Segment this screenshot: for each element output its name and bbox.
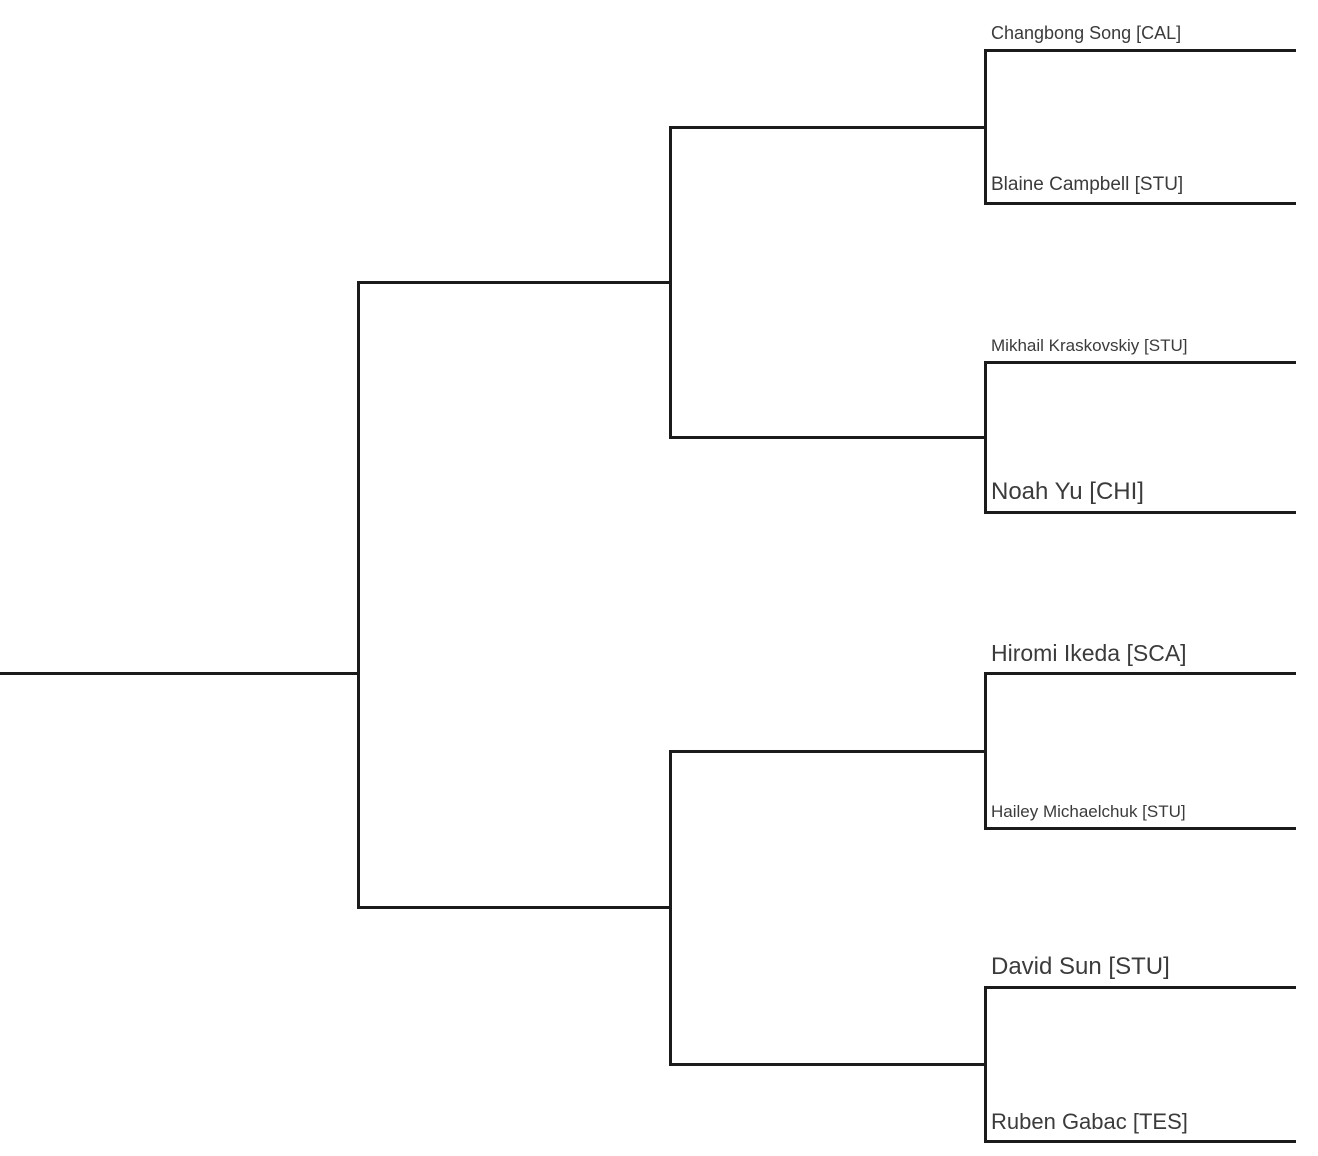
match-4-connector-line [669, 1063, 984, 1066]
champion-line [0, 672, 360, 675]
match-2-connector-line [669, 436, 984, 439]
player-line-4 [984, 511, 1296, 514]
player-line-8 [984, 1140, 1296, 1143]
player-line-5 [984, 672, 1296, 675]
player-name: David Sun [STU] [991, 953, 1170, 981]
player-line-3 [984, 361, 1296, 364]
player-slot-6: Hailey Michaelchuk [STU] [991, 785, 1313, 821]
player-name: Blaine Campbell [STU] [991, 174, 1184, 196]
match-4-vertical-line [984, 986, 987, 1143]
semifinal-1-connector-line [357, 281, 672, 284]
final-vertical-line [357, 281, 360, 909]
player-slot-4: Noah Yu [CHI] [991, 469, 1313, 505]
player-name: Changbong Song [CAL] [991, 22, 1182, 43]
semifinal-2-connector-line [357, 906, 672, 909]
player-line-1 [984, 49, 1296, 52]
player-slot-5: Hiromi Ikeda [SCA] [991, 630, 1313, 666]
player-name: Ruben Gabac [TES] [991, 1109, 1188, 1135]
player-name: Hailey Michaelchuk [STU] [991, 801, 1186, 821]
player-slot-3: Mikhail Kraskovskiy [STU] [991, 319, 1313, 355]
match-2-vertical-line [984, 361, 987, 514]
match-1-vertical-line [984, 49, 987, 205]
player-slot-7: David Sun [STU] [991, 944, 1313, 980]
match-3-connector-line [669, 750, 984, 753]
player-name: Mikhail Kraskovskiy [STU] [991, 335, 1188, 355]
player-name: Hiromi Ikeda [SCA] [991, 640, 1187, 667]
player-slot-8: Ruben Gabac [TES] [991, 1098, 1313, 1134]
player-slot-2: Blaine Campbell [STU] [991, 160, 1313, 196]
player-name: Noah Yu [CHI] [991, 478, 1144, 506]
player-line-7 [984, 986, 1296, 989]
player-slot-1: Changbong Song [CAL] [991, 7, 1313, 43]
player-line-6 [984, 827, 1296, 830]
player-line-2 [984, 202, 1296, 205]
match-1-connector-line [669, 126, 984, 129]
match-3-vertical-line [984, 672, 987, 830]
